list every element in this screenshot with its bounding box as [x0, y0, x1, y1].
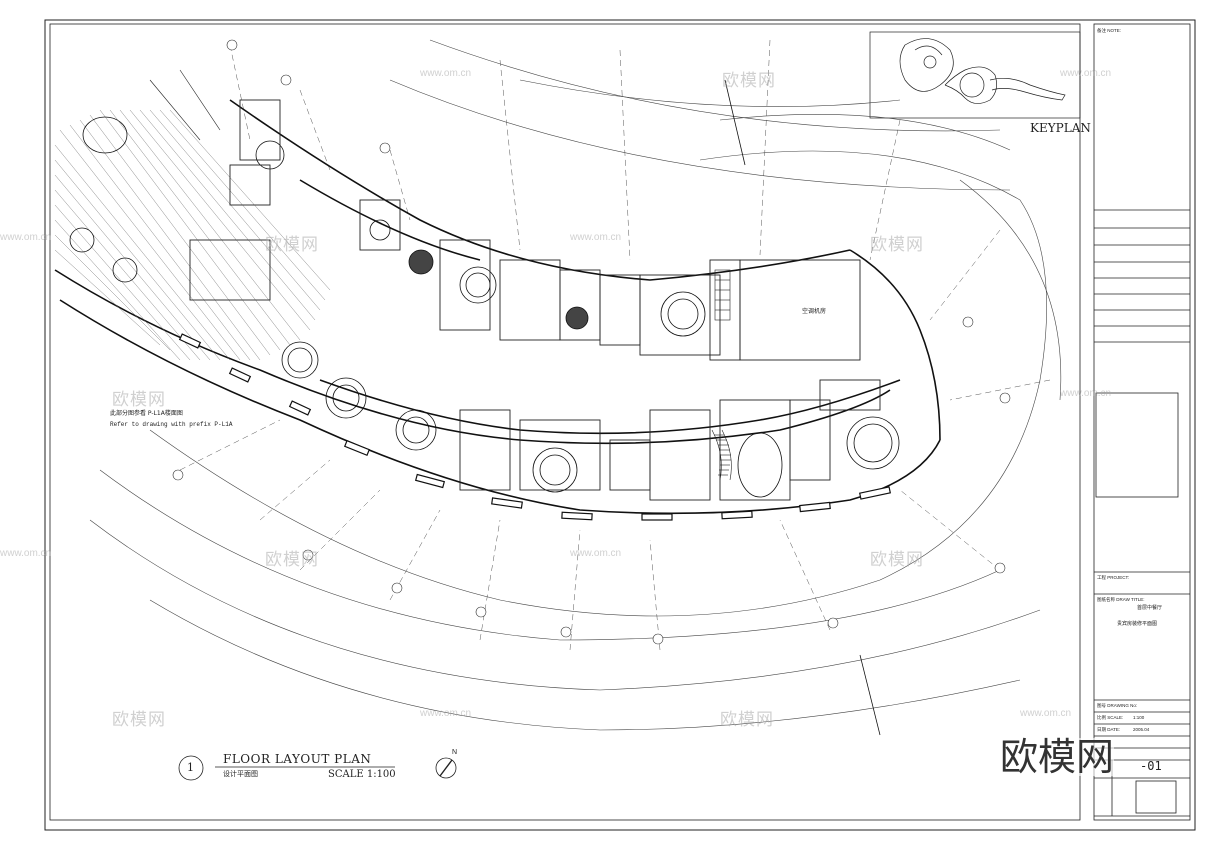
tb-scale-value: 1:100 [1133, 715, 1145, 720]
building-walls [54, 99, 941, 515]
drawing-scale: SCALE 1:100 [328, 769, 396, 780]
watermark-url: www.om.cn [570, 232, 622, 243]
site-arcs [89, 39, 1062, 731]
window-planters [178, 333, 892, 521]
view-number: 1 [187, 761, 194, 774]
watermark-url: www.om.cn [570, 548, 622, 559]
watermark: 欧模网 [265, 235, 319, 255]
drawing-subtitle: 设计平面图 [223, 770, 258, 778]
watermark: 欧模网 [112, 710, 166, 730]
watermark-url: www.om.cn [1020, 708, 1072, 719]
tb-sheet-code: -01 [1140, 759, 1162, 773]
watermark-url: www.om.cn [1060, 68, 1112, 79]
sheet-border [44, 19, 1196, 831]
room-label-aircon: 空调机房 [802, 308, 827, 315]
watermark: 欧模网 [722, 71, 776, 91]
stairs [149, 69, 732, 481]
tb-project-label: 工程 PROJECT: [1097, 575, 1130, 580]
tb-date-label: 日期 DATE: [1097, 727, 1121, 732]
watermark-url: www.om.cn [1060, 388, 1112, 399]
watermark: 欧模网 [720, 710, 774, 730]
drawing-title: FLOOR LAYOUT PLAN [223, 752, 372, 766]
title-symbol [178, 755, 457, 781]
watermark-url: www.om.cn [420, 708, 472, 719]
tb-drawing-title-2: 贵宾房装修平面图 [1117, 621, 1158, 627]
watermark-url: www.om.cn [420, 68, 472, 79]
tb-drawing-title-1: 首层中餐厅 [1137, 605, 1163, 611]
grid-bubbles [172, 39, 1011, 645]
watermark: 欧模网 [112, 390, 166, 410]
partitions [189, 99, 881, 501]
reference-note-en: Refer to drawing with prefix P-L1A [110, 421, 233, 428]
watermark: 欧模网 [265, 550, 319, 570]
grid-radials [179, 39, 1051, 651]
tb-remarks-label: 备注 NOTE: [1097, 28, 1122, 33]
north-label: N [452, 749, 458, 756]
section-markers [724, 79, 881, 736]
watermark: 欧模网 [870, 550, 924, 570]
watermark-url: www.om.cn [0, 548, 52, 559]
keyplan [869, 31, 1081, 119]
watermark: 欧模网 [870, 235, 924, 255]
tb-scale-label: 比例 SCALE: [1097, 715, 1124, 720]
watermark-url: www.om.cn [0, 232, 52, 243]
hatched-area [54, 109, 331, 361]
tb-drawing-title-label: 图纸名称 DRAW TITLE: [1097, 597, 1145, 602]
reference-note-cn: 此部分图参看 P-L1A楼面图 [110, 410, 183, 417]
keyplan-label: KEYPLAN [1030, 121, 1091, 135]
tb-drawing-number-label: 图号 DRAWING No: [1097, 703, 1138, 708]
title-block [1093, 23, 1191, 821]
watermark-large: 欧模网 [1000, 735, 1115, 779]
drawing-frame [49, 23, 1081, 821]
round-tables [69, 116, 900, 498]
tb-date-value: 2005.04 [1133, 727, 1150, 732]
